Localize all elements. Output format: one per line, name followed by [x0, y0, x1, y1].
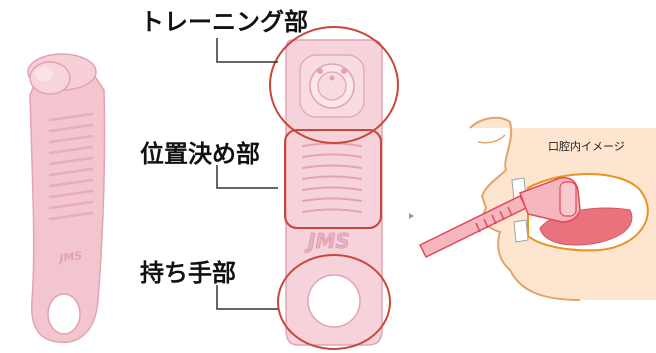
handle-section-label: 持ち手部 [140, 259, 236, 287]
handle-highlight-circle [277, 254, 391, 350]
positioning-highlight-box [284, 129, 382, 229]
mouth-image-caption: 口腔内イメージ [548, 139, 625, 153]
training-leader-line [216, 38, 278, 63]
positioning-section-label: 位置決め部 [140, 140, 260, 168]
device-photo: JMS [27, 53, 106, 344]
positioning-leader-line [216, 165, 278, 189]
training-section-label: トレーニング部 [140, 8, 308, 36]
arrow-marker-icon [409, 213, 414, 219]
handle-leader-line [216, 285, 278, 310]
device-schematic-logo: JMS [304, 229, 350, 253]
training-highlight-circle [269, 26, 399, 144]
device-photo-logo: JMS [57, 249, 84, 265]
device-schematic: JMS [285, 39, 383, 346]
mouth-illustration [418, 116, 656, 301]
